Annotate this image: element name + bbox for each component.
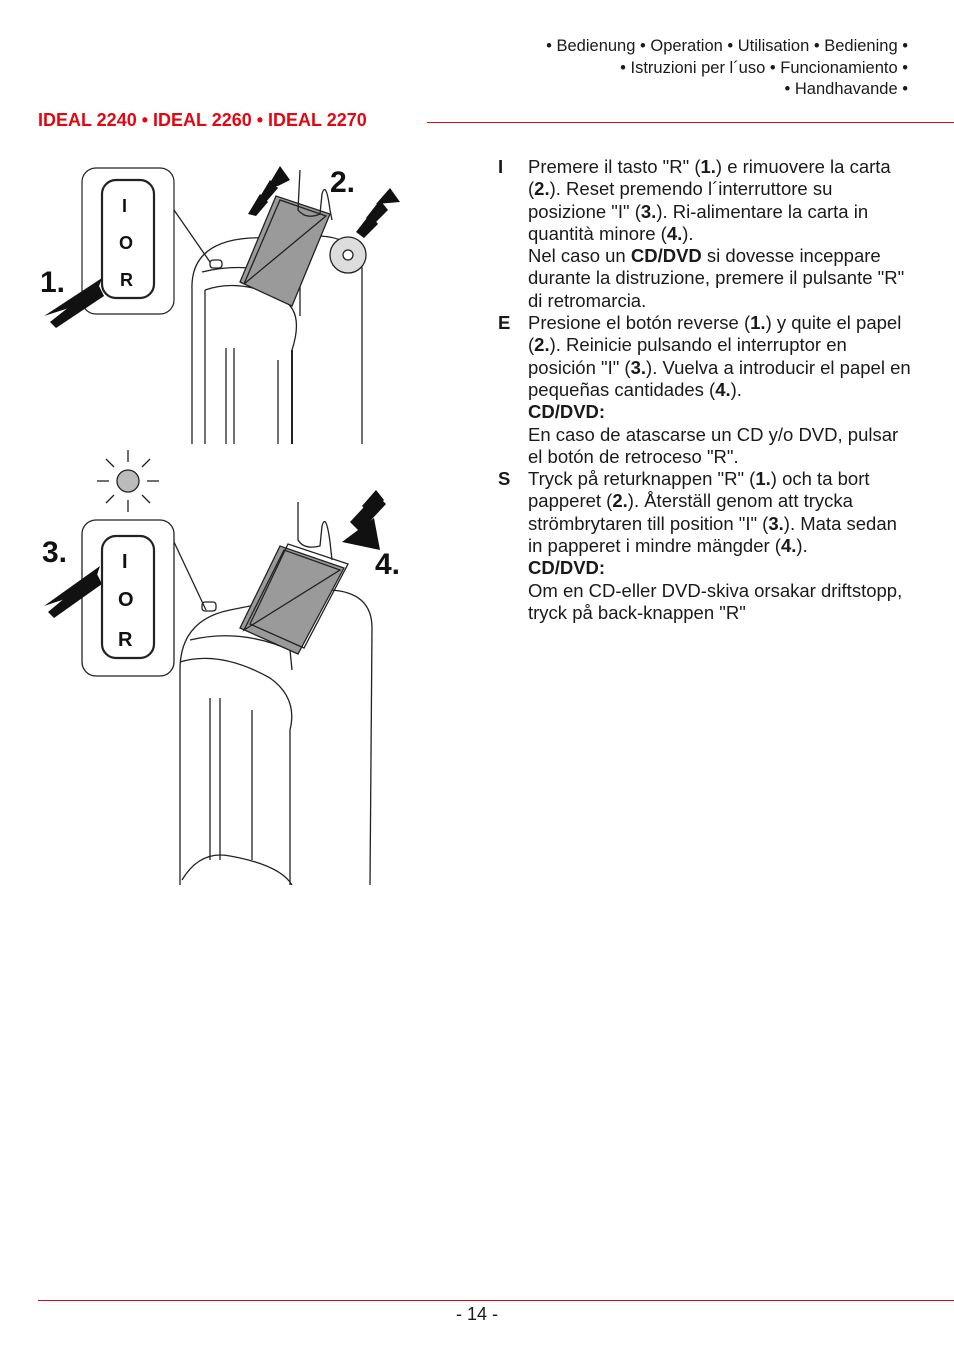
shredder-illustration: 1. 2. 3. 4. I O R I O R: [40, 166, 400, 886]
paragraph: Nel caso un CD/DVD si dovesse inceppare …: [528, 245, 905, 311]
language-nav: • Bedienung • Operation • Utilisation • …: [546, 36, 908, 101]
lang-code: E: [498, 312, 511, 334]
instructions: I Premere il tasto "R" (1.) e rimuovere …: [492, 156, 912, 624]
switch-r: R: [120, 270, 133, 290]
instruction-spanish: E Presione el botón reverse (1.) y quite…: [492, 312, 912, 468]
paper-stack-icon: [239, 195, 331, 307]
arrow-icon: [44, 166, 400, 328]
instruction-italian: I Premere il tasto "R" (1.) e rimuovere …: [492, 156, 912, 312]
shredder-icon: [179, 589, 373, 886]
cd-heading: CD/DVD:: [528, 401, 606, 423]
step-label-1: 1.: [40, 266, 65, 299]
step-label-3: 3.: [42, 536, 67, 569]
switch-o: O: [119, 233, 133, 253]
arrow-icon: [44, 490, 386, 618]
step-label-4: 4.: [375, 548, 400, 581]
switch-i: I: [122, 196, 127, 216]
instruction-swedish: S Tryck på returknappen "R" (1.) och ta …: [492, 468, 912, 624]
lang-code: S: [498, 468, 511, 490]
step-label-2: 2.: [330, 166, 355, 199]
lang-code: I: [498, 156, 504, 177]
cd-icon: [329, 236, 367, 274]
switch-o: O: [118, 589, 134, 611]
paragraph: Premere il tasto "R" (1.) e rimuovere la…: [528, 156, 891, 244]
switch-r: R: [118, 629, 133, 651]
nav-line: • Bedienung • Operation • Utilisation • …: [546, 37, 908, 55]
hand-icon: [297, 502, 333, 561]
indicator-light-icon: [97, 450, 159, 512]
switch-i: I: [122, 551, 128, 573]
footer-divider: [38, 1300, 954, 1301]
cd-heading: CD/DVD:: [528, 557, 606, 579]
paper-stack-icon: [239, 543, 349, 655]
page-title: IDEAL 2240 • IDEAL 2260 • IDEAL 2270: [38, 110, 367, 130]
title-divider: [427, 122, 954, 123]
paragraph: Tryck på returknappen "R" (1.) och ta bo…: [528, 468, 897, 557]
paragraph: Om en CD-eller DVD-skiva orsakar driftst…: [528, 579, 903, 623]
hand-icon: [297, 169, 333, 221]
nav-line: • Handhavande •: [784, 80, 908, 98]
paragraph: Presione el botón reverse (1.) y quite e…: [528, 312, 911, 400]
paragraph: En caso de atascarse un CD y/o DVD, puls…: [528, 423, 899, 467]
page-number: - 14 -: [455, 1304, 498, 1324]
nav-line: • Istruzioni per l´uso • Funcionamiento …: [620, 58, 908, 77]
